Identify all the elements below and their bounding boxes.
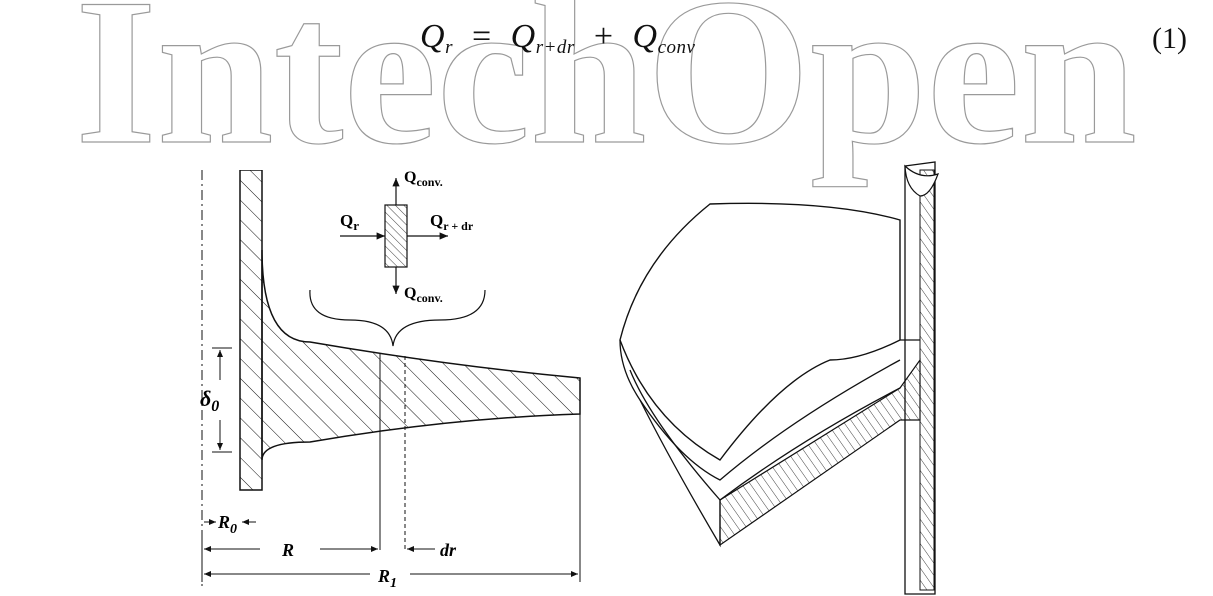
fin-hatched-section xyxy=(719,358,921,547)
eq-plus: + xyxy=(593,18,614,55)
q-r-dr-label: Qr + dr xyxy=(430,211,474,233)
delta-0-label: δ0 xyxy=(200,386,219,415)
q-r-label: Qr xyxy=(340,211,359,233)
brace xyxy=(309,289,486,347)
q-conv-bottom-label: Qconv. xyxy=(404,285,443,305)
equation-1: Qr = Qr+dr + Qconv xyxy=(420,18,695,68)
fin-profile xyxy=(261,249,581,461)
fin-cross-section-diagram: Qconv. Qr Qr + dr Qconv. δ0 R0 R dr R1 xyxy=(200,170,581,590)
eq-term1: Qr+dr xyxy=(510,18,575,58)
fin-layer-3 xyxy=(639,399,721,548)
fin-isometric-diagram xyxy=(619,161,939,595)
control-volume-element xyxy=(384,204,408,268)
tube-opening xyxy=(904,164,939,197)
eq-term2: Qconv xyxy=(632,18,696,58)
tube-wall-section xyxy=(919,169,935,591)
q-conv-top-label: Qconv. xyxy=(404,170,443,189)
r0-label: R0 xyxy=(217,512,237,537)
dr-label: dr xyxy=(440,540,457,560)
r1-label: R1 xyxy=(377,566,397,590)
fin-layer-1 xyxy=(619,339,901,481)
tube-wall xyxy=(239,170,263,491)
equation-number: (1) xyxy=(1152,22,1187,55)
fin-top-surface xyxy=(619,202,901,461)
eq-equals: = xyxy=(471,18,492,55)
eq-lhs: Qr xyxy=(420,18,453,58)
r-label: R xyxy=(281,540,294,560)
